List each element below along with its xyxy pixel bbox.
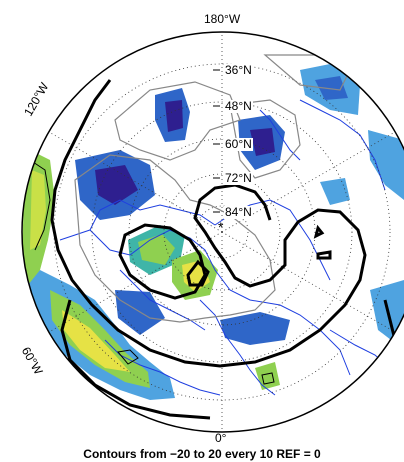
lat-label-36n: 36°N (224, 63, 253, 77)
longitude-grid (48, 32, 396, 432)
lat-label-48n: 48°N (224, 99, 253, 113)
lat-label-60n: 60°N (224, 137, 253, 151)
shaded-anomaly-fields (22, 62, 404, 400)
lon-label-0: 0° (215, 431, 227, 445)
lat-label-84n: 84°N (224, 205, 253, 219)
map-boundary (21, 31, 404, 433)
pole-marker: * (218, 219, 224, 235)
contour-caption: Contours from −20 to 20 every 10 REF = 0 (83, 447, 321, 461)
latitude-ticks (213, 69, 220, 213)
lon-label-180w: 180°W (204, 12, 241, 26)
lat-label-72n: 72°N (224, 171, 253, 185)
minor-contours (74, 54, 351, 323)
thin-contours (29, 159, 275, 385)
zero-contours (50, 79, 404, 420)
